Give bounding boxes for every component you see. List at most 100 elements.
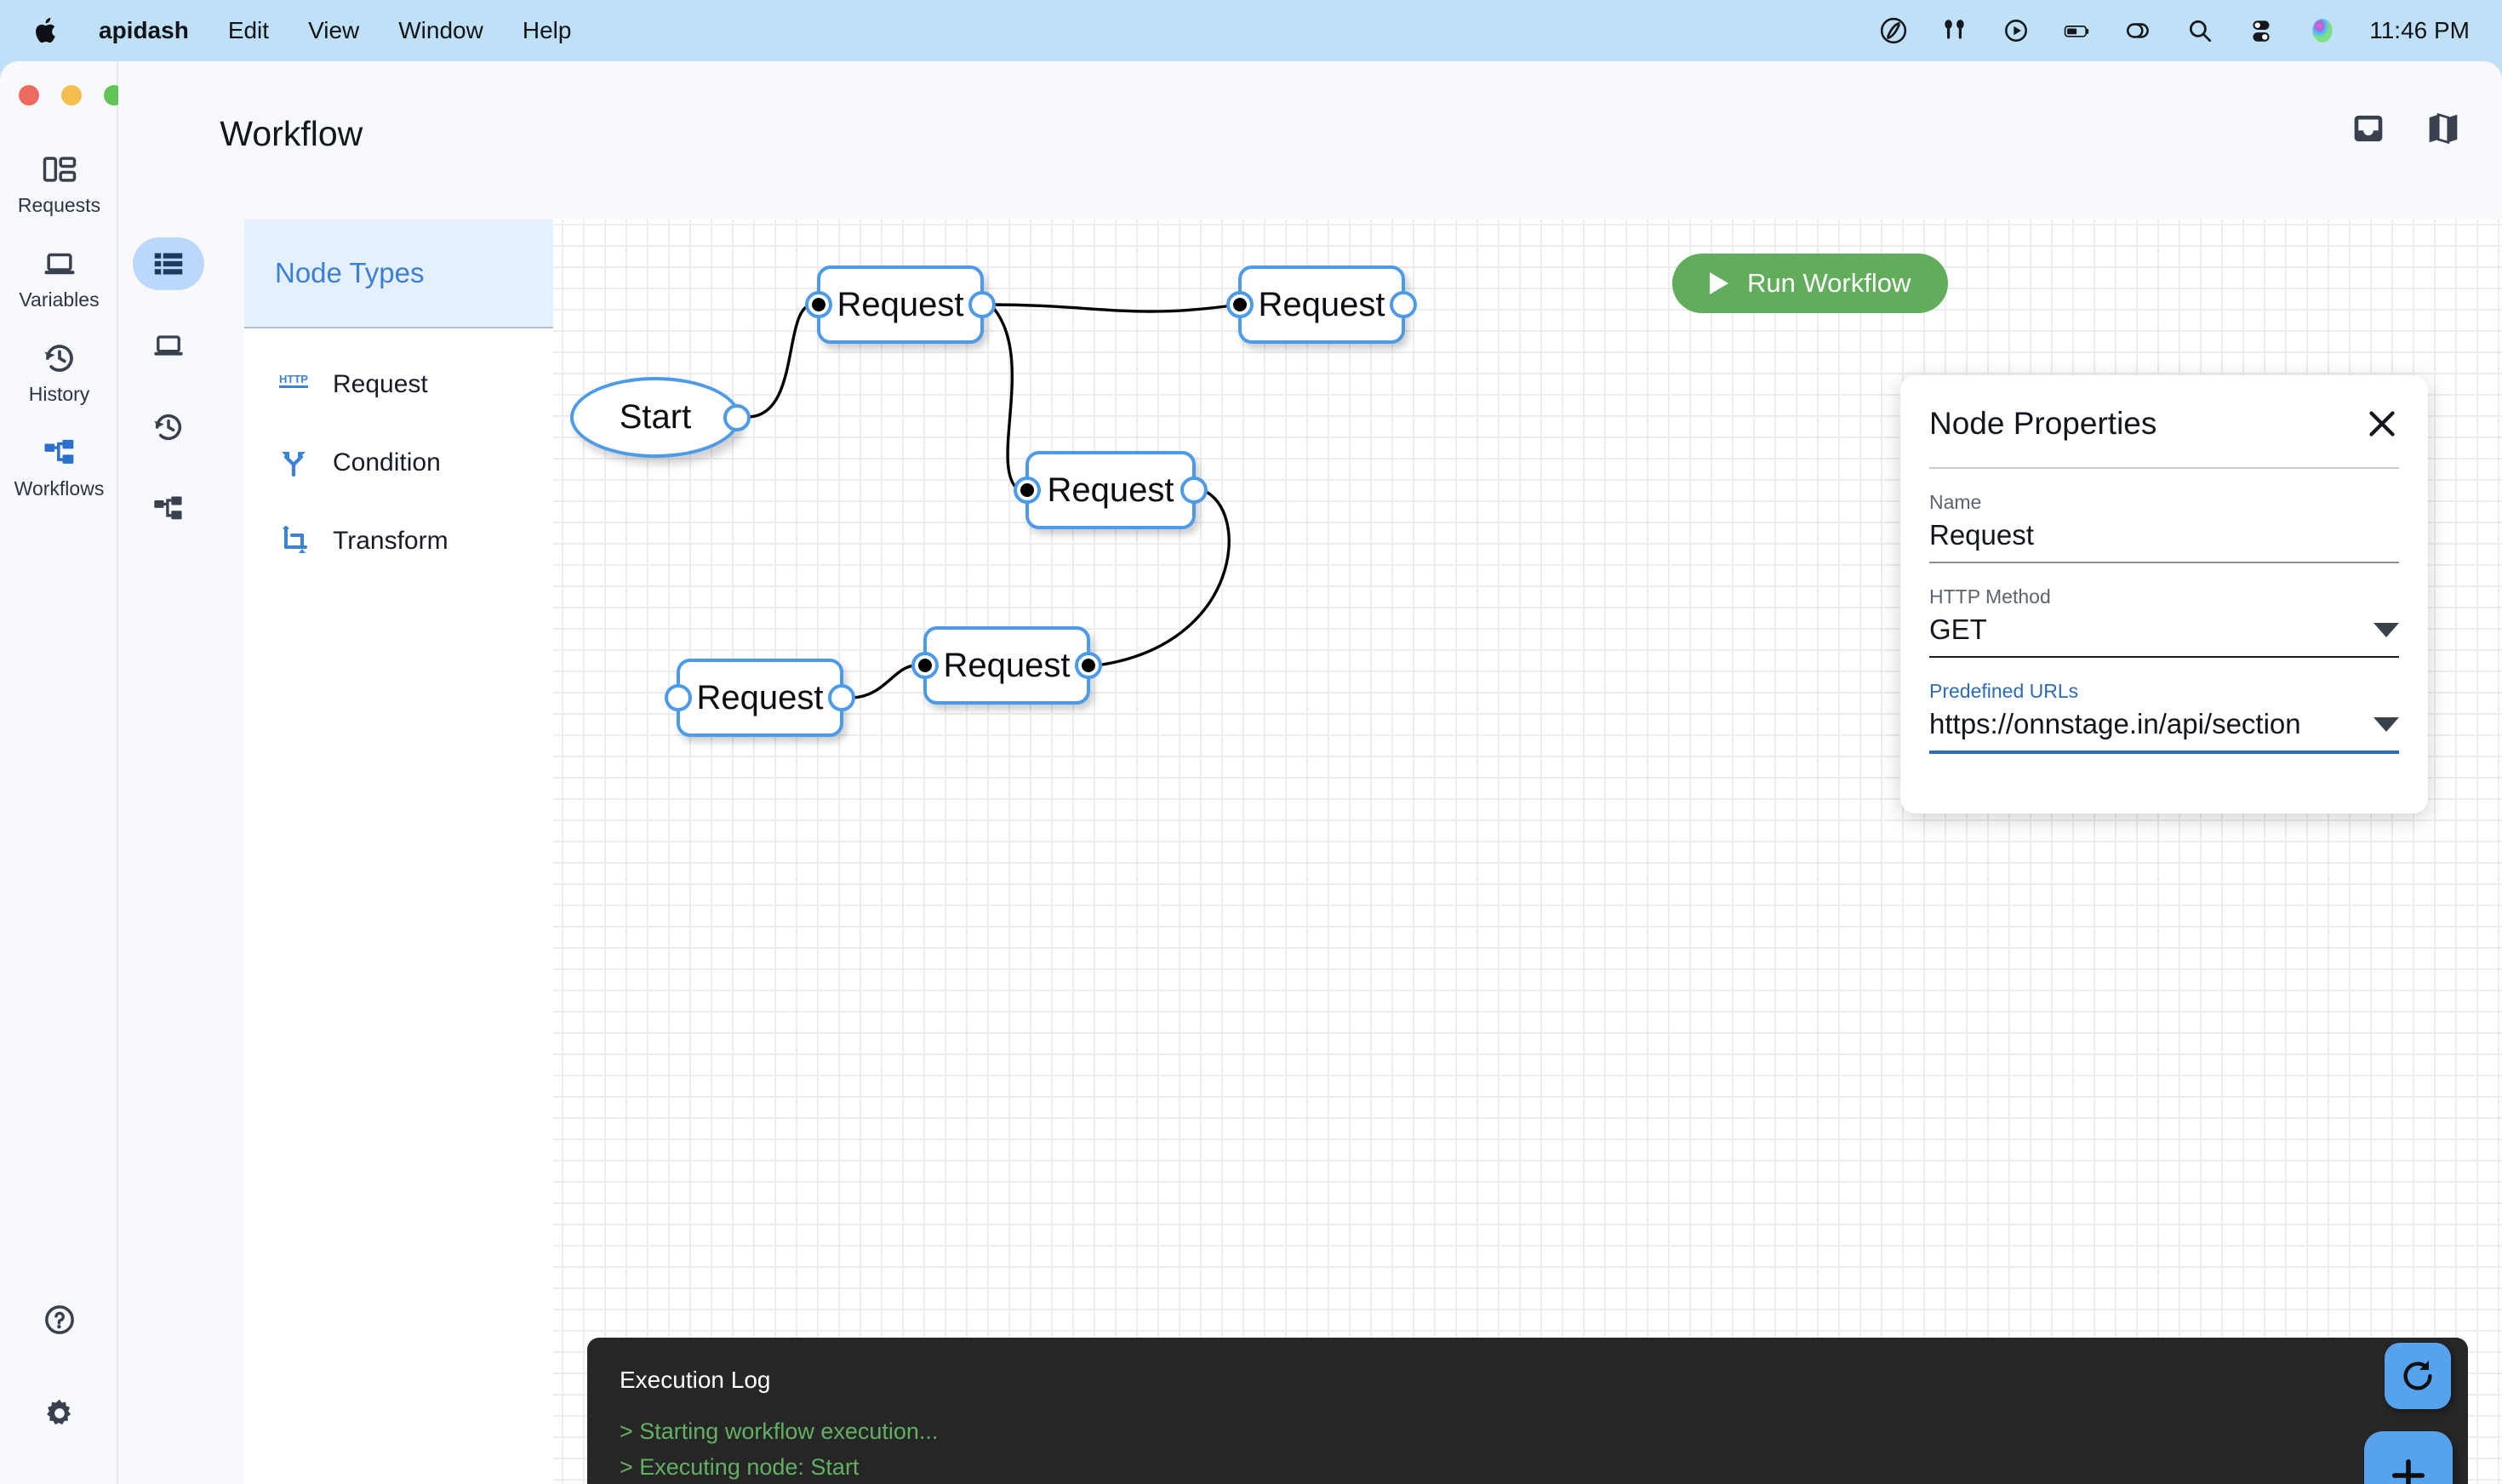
- execution-log-panel: Execution Log > Starting workflow execut…: [587, 1338, 2468, 1484]
- node-port-out-request-2[interactable]: [1390, 291, 1417, 318]
- sidebar-item-requests[interactable]: Requests: [0, 140, 118, 234]
- node-request-1[interactable]: Request: [817, 265, 984, 344]
- node-port-out-request-5[interactable]: [828, 684, 855, 711]
- minimize-button[interactable]: [61, 85, 82, 106]
- laptop-icon: [42, 246, 77, 282]
- field-http-method: HTTP Method GET: [1929, 585, 2399, 658]
- refresh-button[interactable]: [2385, 1343, 2451, 1409]
- help-button[interactable]: [0, 1273, 118, 1367]
- node-type-transform[interactable]: Transform: [244, 502, 553, 580]
- app-window: Requests Variables History Workflows: [0, 61, 2502, 1484]
- node-port-out-request-1[interactable]: [968, 291, 996, 318]
- http-icon: HTTP: [275, 366, 312, 403]
- run-workflow-label: Run Workflow: [1747, 268, 1911, 299]
- field-name: Name Request: [1929, 491, 2399, 563]
- settings-button[interactable]: [0, 1367, 118, 1460]
- close-button[interactable]: [19, 85, 39, 106]
- node-properties-title: Node Properties: [1929, 406, 2156, 442]
- node-label-request-1: Request: [837, 286, 964, 324]
- node-request-2[interactable]: Request: [1238, 265, 1405, 344]
- node-port-in-request-3[interactable]: [1014, 477, 1041, 504]
- workflows-icon: [42, 435, 77, 471]
- node-start[interactable]: Start: [570, 377, 740, 458]
- menu-view[interactable]: View: [308, 17, 359, 44]
- node-request-5[interactable]: Request: [677, 659, 843, 737]
- node-type-label-transform: Transform: [333, 527, 448, 556]
- apple-logo-icon[interactable]: [34, 16, 60, 45]
- node-port-in-request-5[interactable]: [665, 684, 692, 711]
- transform-icon: [275, 522, 312, 560]
- node-type-condition[interactable]: Condition: [244, 424, 553, 502]
- sidebar-label-requests: Requests: [18, 194, 100, 217]
- creative-cloud-icon[interactable]: [1879, 16, 1908, 45]
- traffic-lights: [19, 85, 124, 106]
- branch-icon: [275, 444, 312, 482]
- node-types-header: Node Types: [244, 220, 553, 328]
- requests-icon: [42, 151, 77, 187]
- predefined-urls-value[interactable]: https://onnstage.in/api/section: [1929, 708, 2301, 740]
- sidebar-item-workflows[interactable]: Workflows: [0, 423, 118, 517]
- close-icon[interactable]: [2365, 407, 2399, 441]
- play-icon: [1710, 272, 1728, 294]
- menu-window[interactable]: Window: [398, 17, 483, 44]
- menu-apidash[interactable]: apidash: [99, 17, 189, 44]
- rail-item-collection[interactable]: [118, 223, 219, 305]
- link-chain-icon[interactable]: [2124, 16, 2153, 45]
- workflow-canvas[interactable]: Start Request Request Request Request: [553, 220, 2502, 1484]
- properties-divider: [1929, 467, 2399, 469]
- sidebar-item-variables[interactable]: Variables: [0, 234, 118, 328]
- primary-sidebar: Requests Variables History Workflows: [0, 61, 118, 1484]
- field-label-name: Name: [1929, 491, 2399, 514]
- log-line: > Executing node: Start: [620, 1450, 2436, 1484]
- execution-log-title: Execution Log: [620, 1367, 2436, 1394]
- rail-item-workflow[interactable]: [118, 468, 219, 550]
- rail-item-environment[interactable]: [118, 305, 219, 386]
- node-port-in-request-2[interactable]: [1226, 291, 1254, 318]
- map-icon[interactable]: [2425, 111, 2461, 146]
- node-port-in-request-1[interactable]: [805, 291, 832, 318]
- field-label-predefined-urls: Predefined URLs: [1929, 680, 2399, 703]
- name-underline: [1929, 562, 2399, 563]
- node-request-4[interactable]: Request: [923, 626, 1090, 705]
- http-method-value[interactable]: GET: [1929, 614, 1987, 646]
- inbox-icon[interactable]: [2351, 111, 2386, 146]
- rail-item-history[interactable]: [118, 386, 219, 468]
- node-label-request-2: Request: [1259, 286, 1385, 324]
- node-request-3[interactable]: Request: [1025, 451, 1196, 529]
- node-label-start: Start: [620, 398, 691, 437]
- node-properties-panel: Node Properties Name Request HTTP Method…: [1900, 375, 2428, 813]
- airpods-icon[interactable]: [1940, 16, 1969, 45]
- secondary-rail: [118, 61, 219, 1484]
- workflow-header: New Workflow: [118, 61, 2502, 220]
- help-circle-icon: [42, 1302, 77, 1338]
- sidebar-item-history[interactable]: History: [0, 328, 118, 423]
- http-method-underline: [1929, 656, 2399, 658]
- node-port-out-request-3[interactable]: [1180, 477, 1208, 504]
- sidebar-label-history: History: [29, 383, 90, 406]
- chevron-down-icon[interactable]: [2373, 623, 2399, 637]
- menu-help[interactable]: Help: [523, 17, 572, 44]
- chevron-down-icon[interactable]: [2373, 717, 2399, 732]
- field-predefined-urls: Predefined URLs https://onnstage.in/api/…: [1929, 680, 2399, 754]
- menubar-clock: 11:46 PM: [2369, 17, 2470, 44]
- run-workflow-button[interactable]: Run Workflow: [1672, 254, 1948, 313]
- node-types-panel: Node Types HTTP Request Condition Transf…: [244, 220, 553, 1484]
- refresh-icon: [2398, 1356, 2437, 1396]
- node-type-label-request: Request: [333, 370, 428, 399]
- node-port-out-start[interactable]: [723, 404, 751, 431]
- list-table-icon: [151, 247, 186, 281]
- node-port-in-request-4[interactable]: [911, 652, 939, 679]
- svg-text:HTTP: HTTP: [279, 373, 308, 385]
- sidebar-label-workflows: Workflows: [14, 477, 105, 500]
- search-icon[interactable]: [2185, 16, 2214, 45]
- battery-icon[interactable]: [2063, 16, 2092, 45]
- node-port-out-request-4[interactable]: [1075, 652, 1102, 679]
- history-icon: [42, 340, 77, 376]
- playback-icon[interactable]: [2002, 16, 2031, 45]
- name-input[interactable]: Request: [1929, 519, 2034, 551]
- control-center-icon[interactable]: [2247, 16, 2276, 45]
- menu-edit[interactable]: Edit: [228, 17, 269, 44]
- node-type-request[interactable]: HTTP Request: [244, 345, 553, 424]
- siri-icon[interactable]: [2308, 16, 2337, 45]
- add-node-button[interactable]: [2364, 1431, 2453, 1484]
